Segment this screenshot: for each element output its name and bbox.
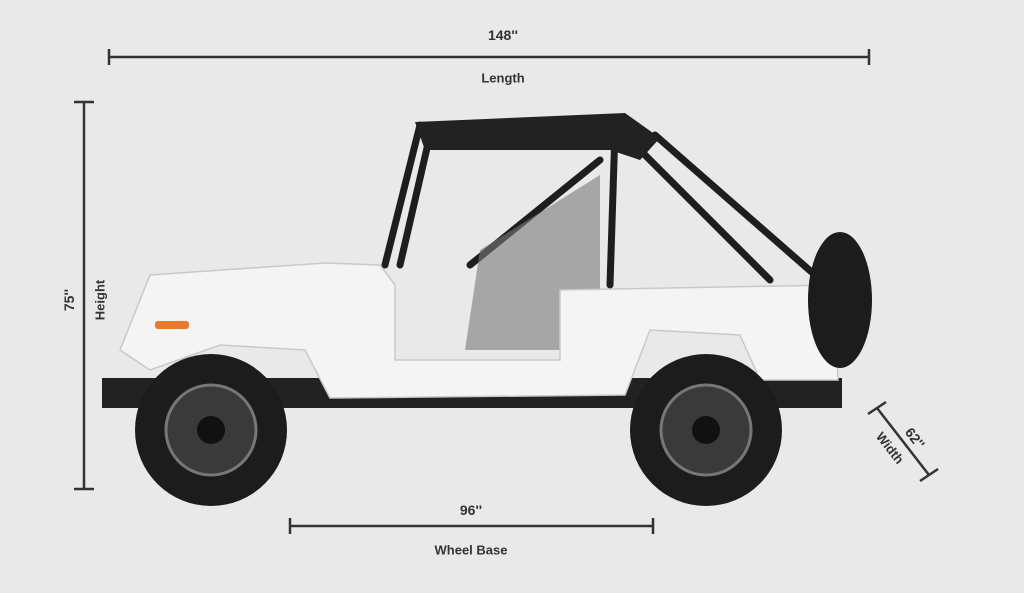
- length-dimension-line: [107, 49, 871, 65]
- rear-wheel: [630, 354, 782, 506]
- length-value: 148'': [487, 27, 519, 43]
- wheel-base-label: Wheel Base: [434, 542, 508, 558]
- wheel-base-value: 96'': [459, 502, 483, 518]
- height-label: Height: [92, 279, 108, 321]
- width-dimension-line: [867, 400, 939, 483]
- height-value: 75'': [61, 288, 77, 312]
- length-label: Length: [481, 70, 525, 86]
- wheel-base-dimension-line: [288, 518, 655, 534]
- height-dimension-line: [74, 100, 94, 491]
- front-wheel: [135, 354, 287, 506]
- vehicle-illustration: [102, 113, 872, 506]
